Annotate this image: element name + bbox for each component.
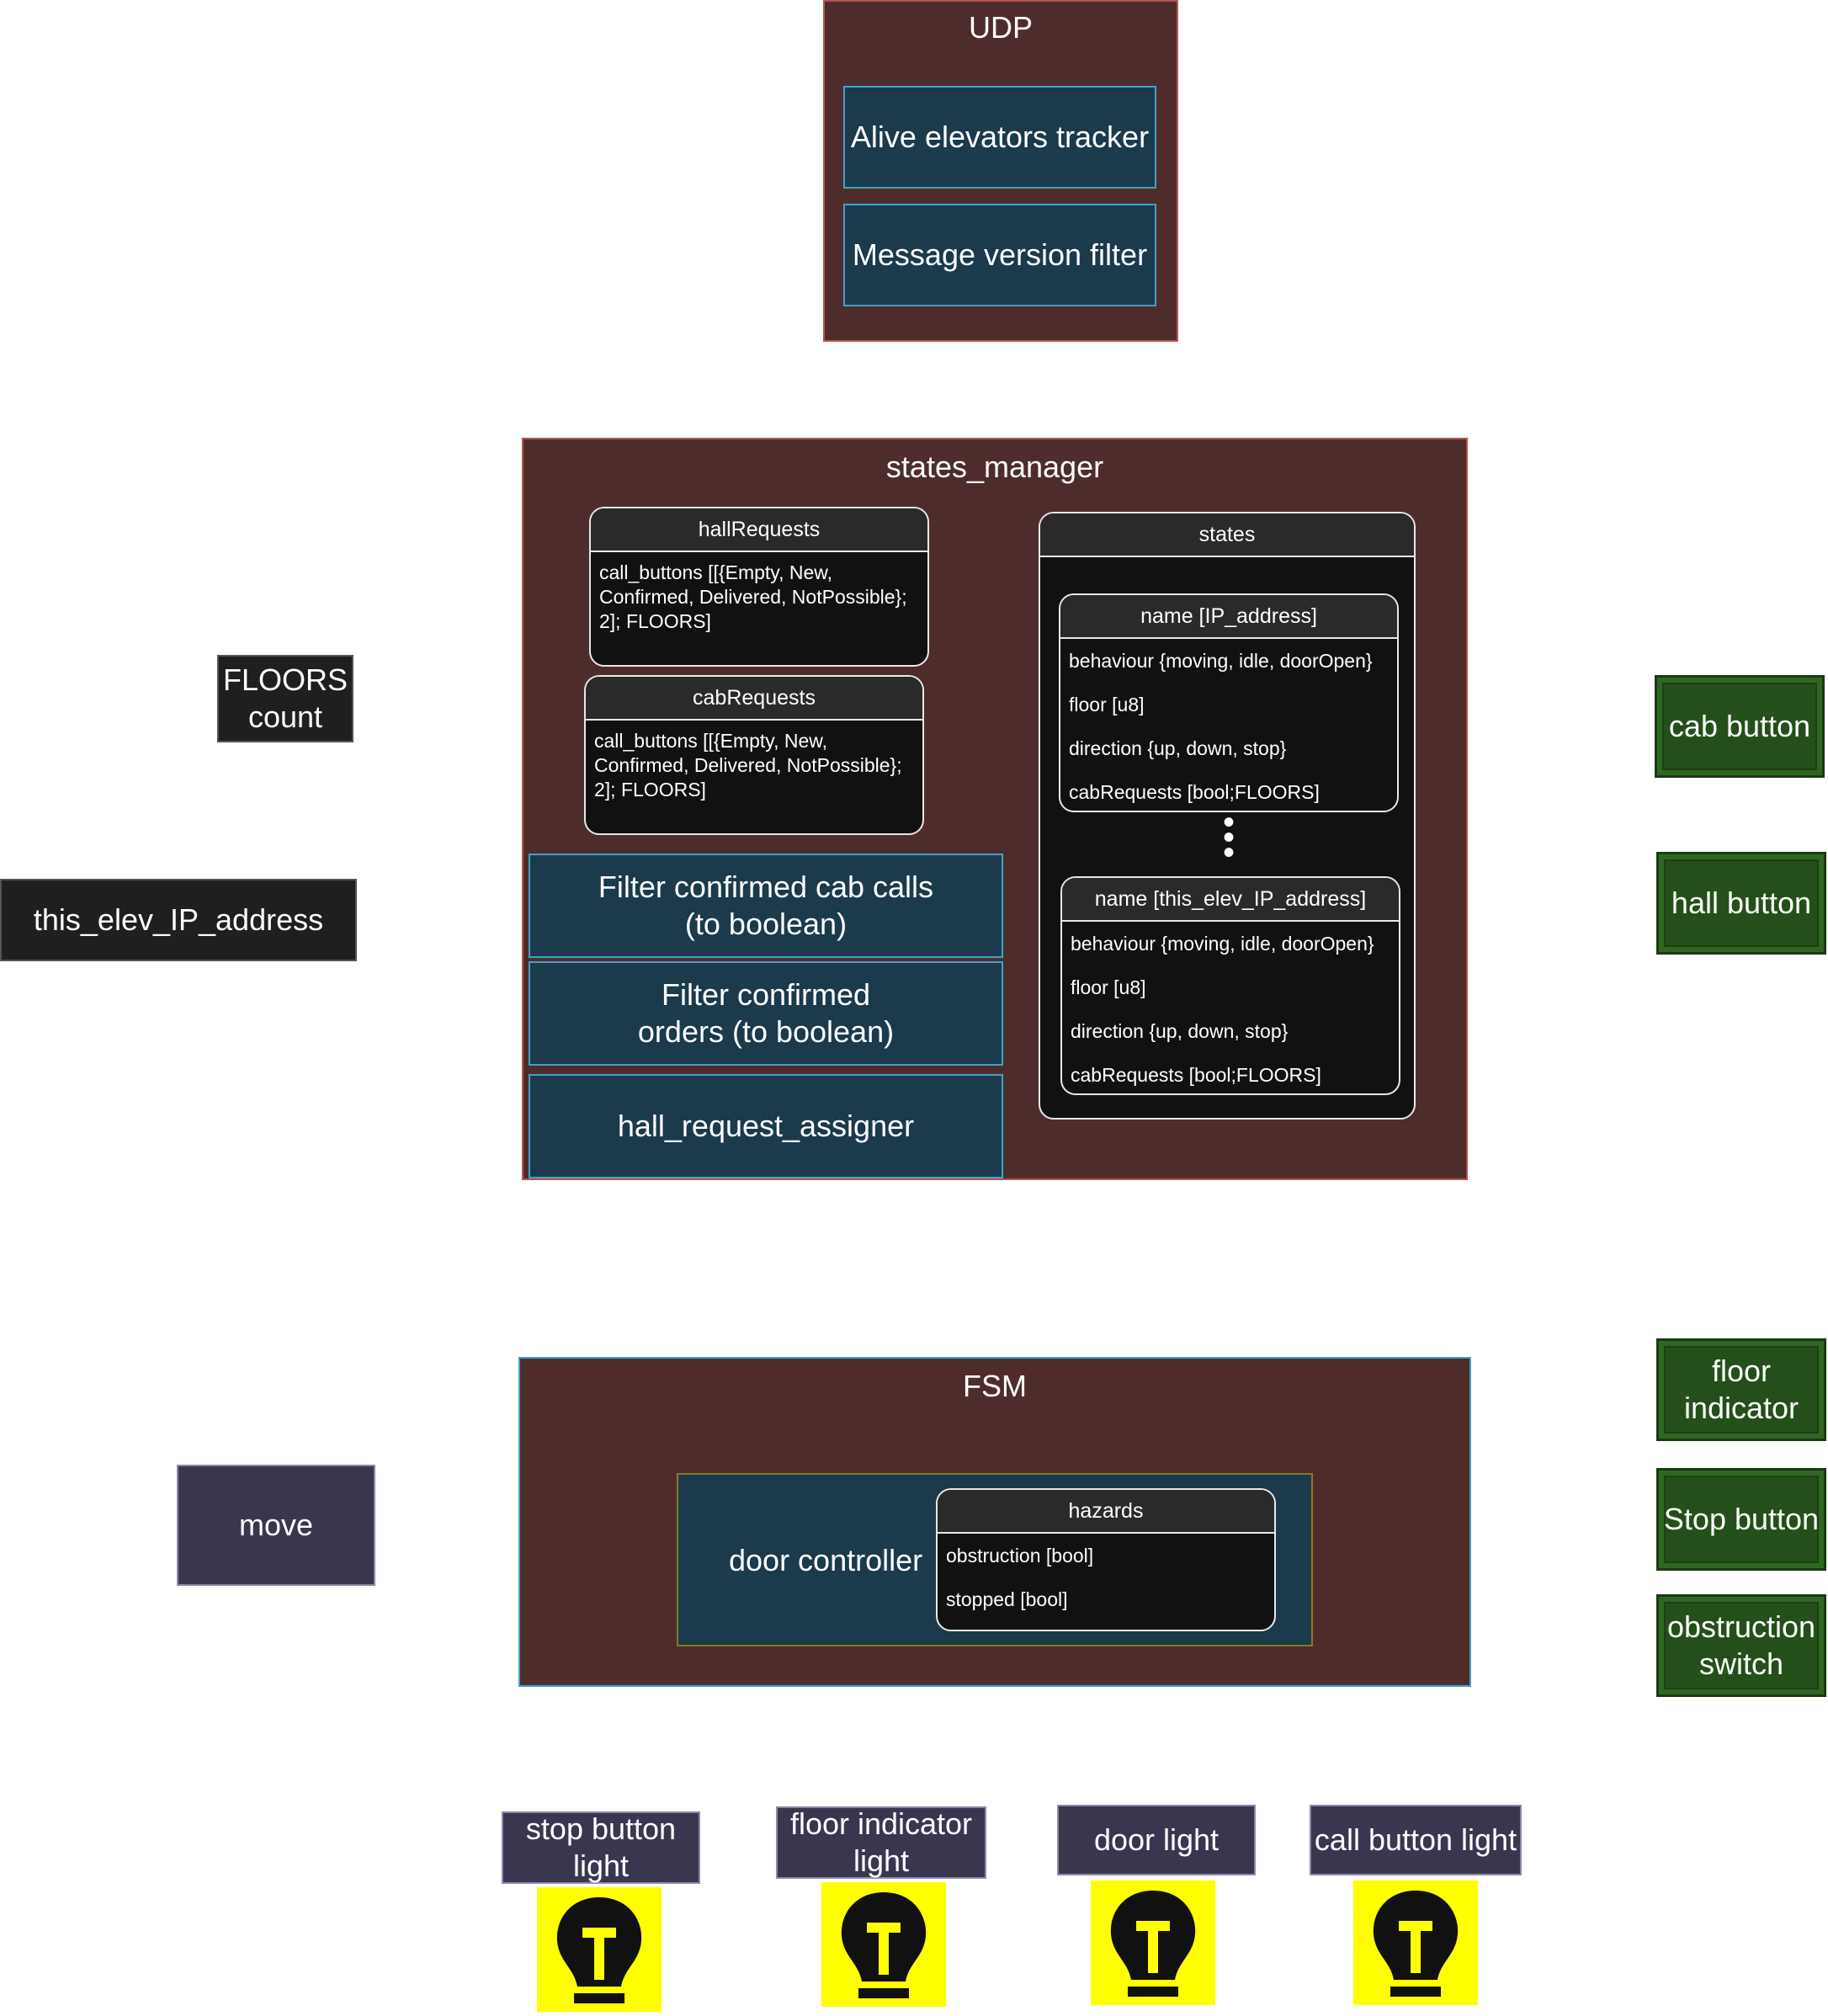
hazards-header: hazards bbox=[938, 1490, 1274, 1534]
cab-requests-card[interactable]: cabRequests call_buttons [[{Empty, New, … bbox=[584, 675, 924, 835]
hazard-stopped: stopped [bool] bbox=[946, 1588, 1068, 1610]
door-light-label[interactable]: door light bbox=[1057, 1805, 1256, 1875]
state-entry-ip-address[interactable]: name [IP_address] behaviour {moving, idl… bbox=[1059, 593, 1399, 812]
light-bulb-icon bbox=[1110, 1891, 1196, 1997]
hall-requests-card[interactable]: hallRequests call_buttons [[{Empty, New,… bbox=[589, 507, 929, 667]
hazard-obstruction: obstruction [bool] bbox=[946, 1545, 1094, 1567]
light-bulb-icon bbox=[841, 1892, 927, 1998]
ellipsis-vertical-icon: ••• bbox=[1222, 804, 1235, 871]
move[interactable]: move bbox=[177, 1465, 375, 1586]
cab-requests-body: call_buttons [[{Empty, New, Confirmed, D… bbox=[594, 730, 902, 801]
floor-indicator-light-label[interactable]: floor indicator light bbox=[776, 1806, 986, 1879]
obstruction-switch[interactable]: obstruction switch bbox=[1656, 1594, 1826, 1697]
states-header: states bbox=[1040, 513, 1414, 557]
floors-count[interactable]: FLOORS count bbox=[217, 655, 353, 742]
state-direction: direction {up, down, stop} bbox=[1069, 737, 1287, 759]
state-direction: direction {up, down, stop} bbox=[1071, 1020, 1289, 1042]
filter-confirmed-orders[interactable]: Filter confirmed orders (to boolean) bbox=[529, 961, 1003, 1066]
stop-button-light-bulb bbox=[537, 1887, 662, 2012]
door-light-bulb bbox=[1091, 1880, 1215, 2005]
stop-button[interactable]: Stop button bbox=[1656, 1468, 1826, 1571]
floor-indicator-light-bulb bbox=[821, 1882, 946, 2007]
state-floor: floor [u8] bbox=[1071, 976, 1146, 998]
message-version-filter[interactable]: Message version filter bbox=[843, 204, 1156, 306]
state-floor: floor [u8] bbox=[1069, 694, 1145, 715]
state-behaviour: behaviour {moving, idle, doorOpen} bbox=[1069, 650, 1373, 672]
door-controller-label: door controller bbox=[729, 1543, 923, 1577]
cab-button[interactable]: cab button bbox=[1655, 675, 1825, 778]
state-cab-requests: cabRequests [bool;FLOORS] bbox=[1069, 781, 1320, 803]
hazards-card[interactable]: hazards obstruction [bool] stopped [bool… bbox=[936, 1488, 1276, 1631]
call-button-light-bulb bbox=[1353, 1880, 1478, 2005]
this-elev-ip-address[interactable]: this_elev_IP_address bbox=[0, 879, 357, 961]
alive-elevators-tracker[interactable]: Alive elevators tracker bbox=[843, 86, 1156, 189]
hall-requests-header: hallRequests bbox=[591, 508, 927, 552]
state-entry-this-elev[interactable]: name [this_elev_IP_address] behaviour {m… bbox=[1060, 876, 1400, 1095]
light-bulb-icon bbox=[556, 1897, 642, 2003]
state-behaviour: behaviour {moving, idle, doorOpen} bbox=[1071, 933, 1374, 955]
call-button-light-label[interactable]: call button light bbox=[1310, 1805, 1522, 1875]
states-manager-title: states_manager bbox=[885, 449, 1104, 484]
stop-button-light-label[interactable]: stop button light bbox=[502, 1811, 700, 1884]
floor-indicator[interactable]: floor indicator bbox=[1656, 1338, 1826, 1441]
light-bulb-icon bbox=[1373, 1891, 1459, 1997]
cab-requests-header: cabRequests bbox=[586, 677, 922, 721]
state-entry-header: name [IP_address] bbox=[1060, 595, 1397, 639]
fsm-title: FSM bbox=[963, 1369, 1027, 1403]
hall-request-assigner[interactable]: hall_request_assigner bbox=[529, 1074, 1003, 1178]
hall-button[interactable]: hall button bbox=[1656, 852, 1826, 955]
hall-requests-body: call_buttons [[{Empty, New, Confirmed, D… bbox=[599, 561, 907, 632]
state-cab-requests: cabRequests [bool;FLOORS] bbox=[1071, 1064, 1321, 1086]
filter-confirmed-cab-calls[interactable]: Filter confirmed cab calls (to boolean) bbox=[529, 854, 1003, 958]
udp-title: UDP bbox=[968, 10, 1033, 45]
state-entry-header: name [this_elev_IP_address] bbox=[1062, 878, 1399, 922]
